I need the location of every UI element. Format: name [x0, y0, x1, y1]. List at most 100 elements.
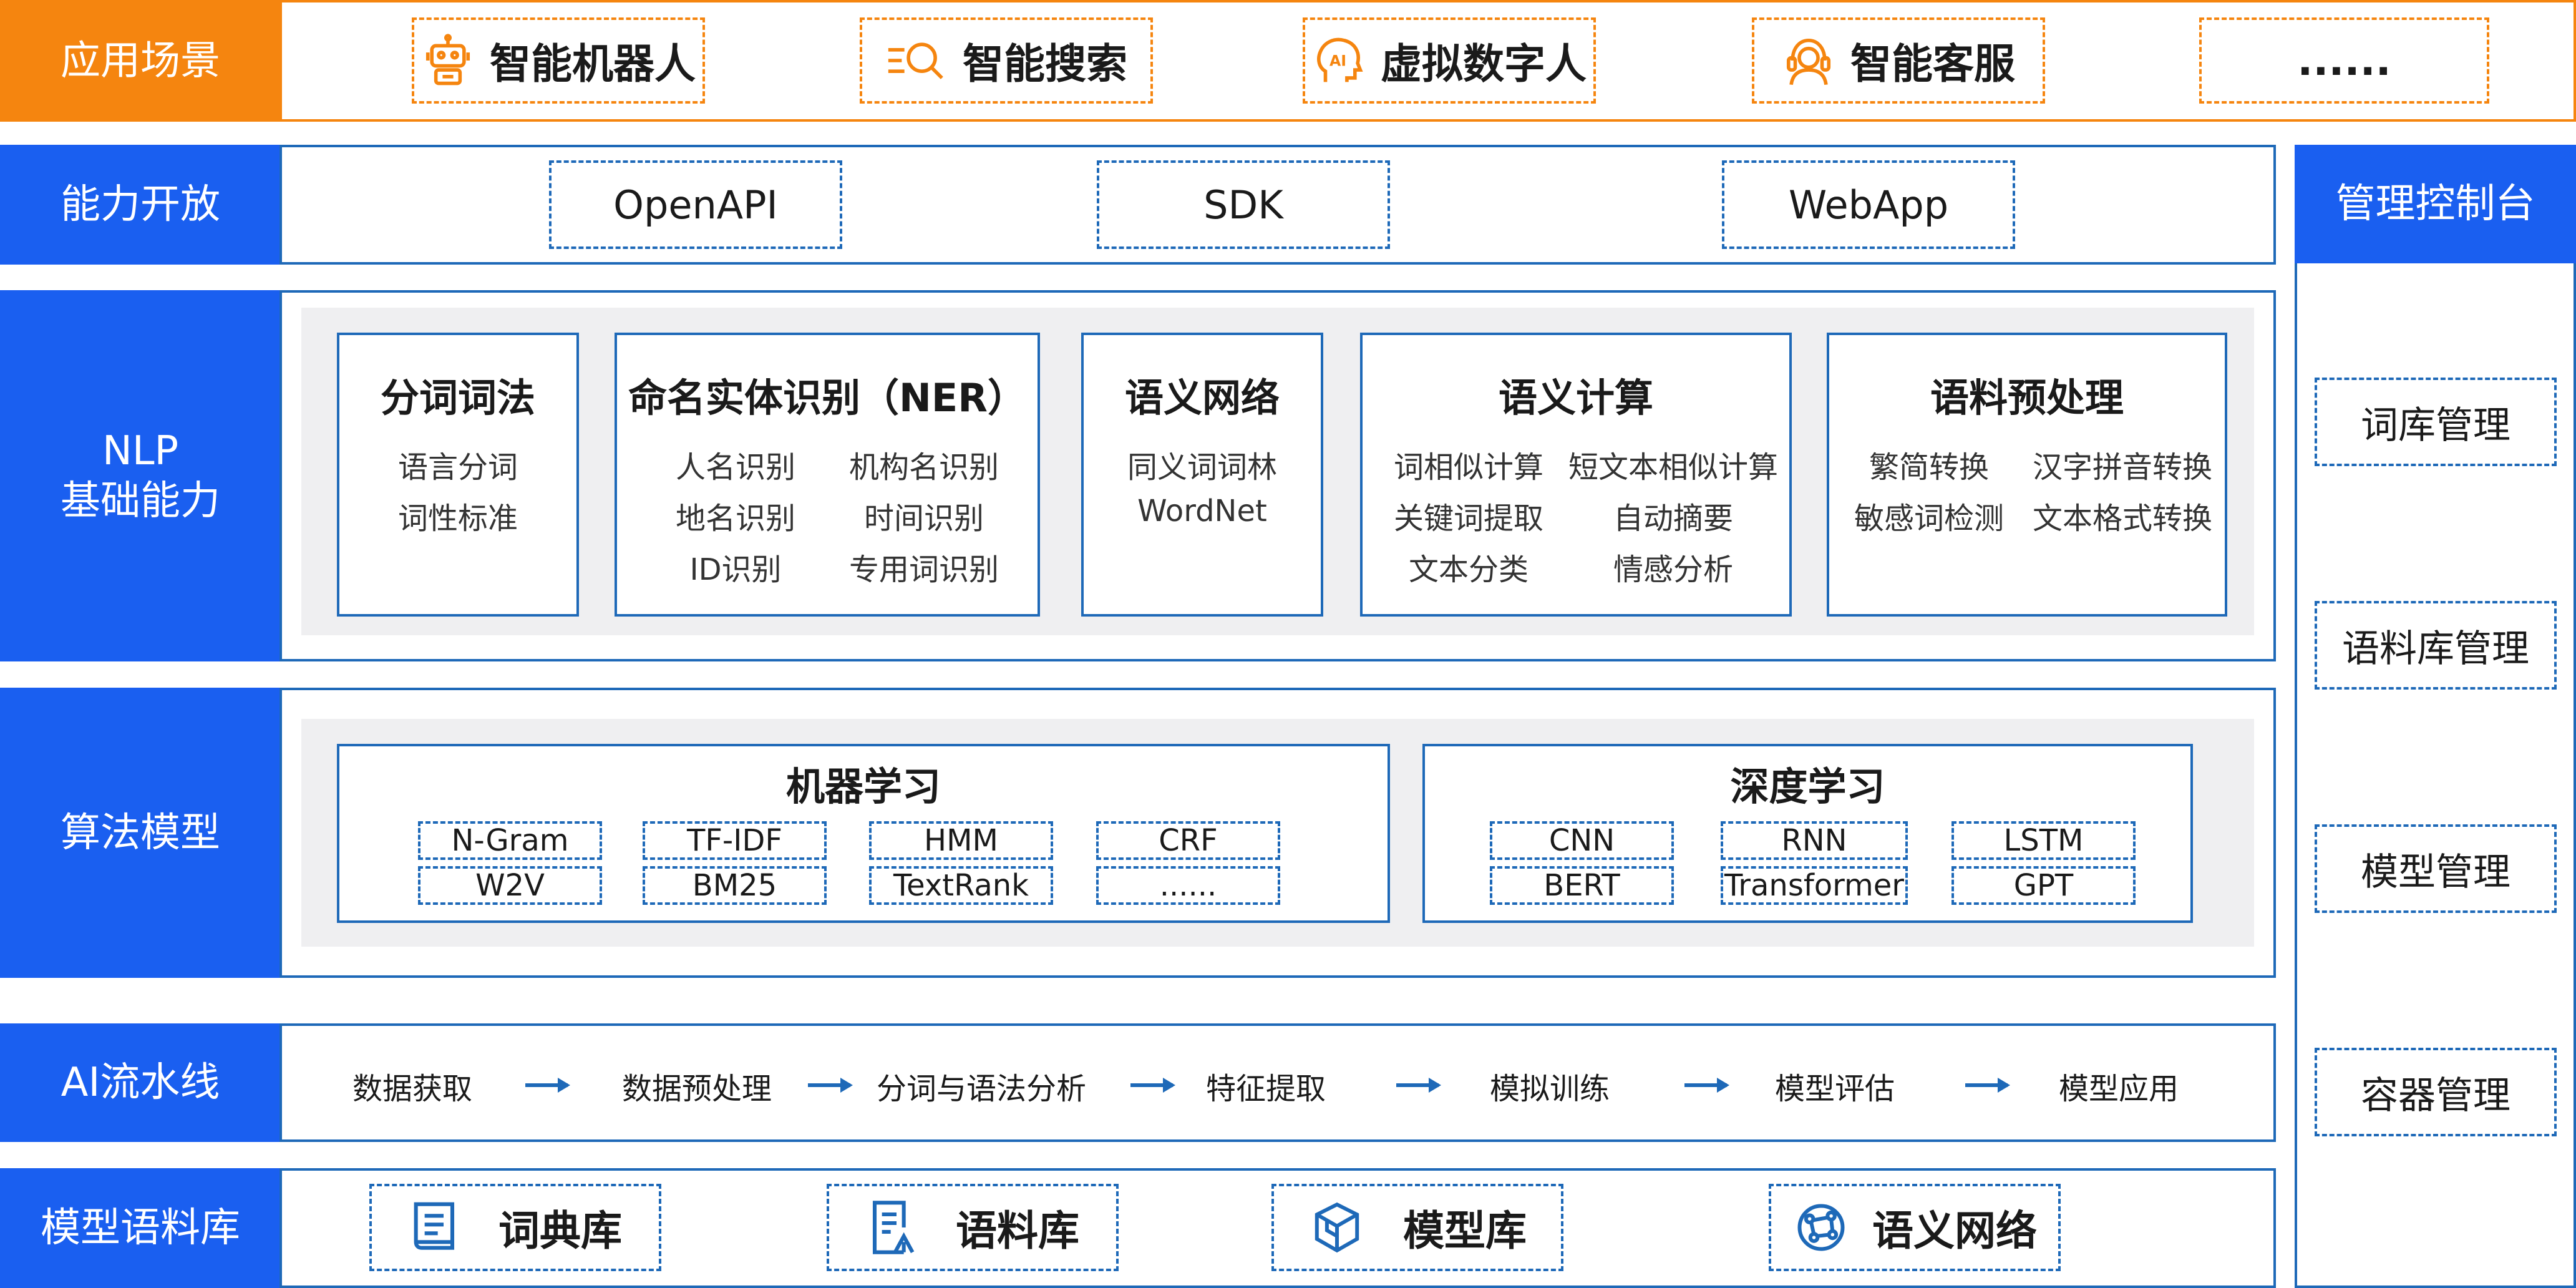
console-item-lexicon[interactable]: 词库管理: [2315, 378, 2557, 466]
scene-customer-service[interactable]: 智能客服: [1752, 17, 2045, 104]
card-item: 词性标准: [397, 501, 518, 536]
card-item: 敏感词检测: [1854, 501, 2004, 536]
card-item: 时间识别: [863, 501, 984, 536]
pipeline-label: AI流水线: [0, 1023, 281, 1142]
algo-item[interactable]: BM25: [643, 866, 827, 905]
scene-label: ......: [2297, 36, 2391, 85]
card-title: 语义计算: [1498, 375, 1653, 421]
corpus-item-label: 模型库: [1403, 1207, 1527, 1255]
scene-robot[interactable]: 智能机器人: [412, 17, 705, 104]
corpus-item-label: 语义网络: [1872, 1207, 2037, 1255]
console-item-container[interactable]: 容器管理: [2315, 1048, 2557, 1136]
pipeline-arrow: [1130, 1078, 1175, 1093]
console-item-corpus[interactable]: 语料库管理: [2315, 601, 2557, 690]
open-frame: [279, 145, 2276, 265]
corpus-frame: [279, 1168, 2276, 1288]
card-item: 人名识别: [675, 450, 795, 485]
card-item: 文本分类: [1408, 552, 1529, 587]
card-item: 专用词识别: [848, 552, 999, 587]
corpus-label: 模型语料库: [0, 1168, 281, 1288]
nlp-label-line2: 基础能力: [61, 477, 220, 524]
algo-item[interactable]: GPT: [1951, 866, 2136, 905]
pipeline-step: 数据预处理: [622, 1071, 772, 1106]
card-item: 语言分词: [397, 450, 518, 485]
algo-item[interactable]: Transformer: [1721, 866, 1908, 905]
corpus-item-model[interactable]: 模型库: [1271, 1184, 1563, 1271]
algo-frame: [279, 688, 2276, 978]
card-title: 语料预处理: [1930, 375, 2124, 421]
open-label: 能力开放: [0, 145, 281, 265]
open-item-webapp[interactable]: WebApp: [1722, 160, 2015, 249]
card-title: 深度学习: [1730, 764, 1885, 809]
card-item: 地名识别: [675, 501, 795, 536]
pipeline-arrow: [525, 1078, 570, 1093]
algo-item[interactable]: CRF: [1096, 821, 1280, 860]
nlp-card-semantic-computing[interactable]: 语义计算 词相似计算 短文本相似计算 关键词提取 自动摘要 文本分类 情感分析: [1360, 333, 1792, 617]
search-icon: [888, 42, 943, 79]
card-title: 机器学习: [785, 764, 941, 809]
pipeline-step: 模型应用: [2059, 1071, 2179, 1106]
card-item: 短文本相似计算: [1568, 450, 1778, 485]
pipeline-arrow: [808, 1078, 853, 1093]
console-item-model[interactable]: 模型管理: [2315, 824, 2557, 913]
network-globe-icon: [1797, 1204, 1845, 1251]
pipeline-frame: [279, 1023, 2276, 1142]
nlp-label-line1: NLP: [102, 427, 179, 474]
nlp-card-corpus-preprocessing[interactable]: 语料预处理 繁简转换 汉字拼音转换 敏感词检测 文本格式转换: [1827, 333, 2227, 617]
nlp-card-ner[interactable]: 命名实体识别（NER） 人名识别 机构名识别 地名识别 时间识别 ID识别 专用…: [615, 333, 1040, 617]
open-item-sdk[interactable]: SDK: [1097, 160, 1390, 249]
document-icon: [872, 1201, 915, 1254]
card-item: 同义词词林: [1127, 450, 1277, 485]
scene-digital-human[interactable]: AI 虚拟数字人: [1303, 17, 1596, 104]
algo-item[interactable]: BERT: [1490, 866, 1674, 905]
card-title: 语义网络: [1124, 375, 1280, 421]
card-item: 繁简转换: [1869, 450, 1989, 485]
algo-item[interactable]: LSTM: [1951, 821, 2136, 860]
ai-head-icon: AI: [1317, 37, 1363, 82]
pipeline-step: 特征提取: [1206, 1071, 1326, 1106]
card-item: 机构名识别: [848, 450, 999, 485]
corpus-item-label: 语料库: [956, 1207, 1079, 1255]
scene-label: 智能客服: [1850, 40, 2015, 88]
pipeline-step: 模拟训练: [1490, 1071, 1610, 1106]
nlp-label: NLP 基础能力: [0, 290, 281, 661]
pipeline-step: 模型评估: [1775, 1071, 1895, 1106]
book-icon: [414, 1202, 455, 1250]
algo-item[interactable]: HMM: [869, 821, 1053, 860]
scene-more[interactable]: ......: [2199, 17, 2489, 104]
svg-text:AI: AI: [1329, 52, 1346, 70]
robot-icon: [425, 34, 470, 85]
open-item-openapi[interactable]: OpenAPI: [549, 160, 842, 249]
card-item: ID识别: [689, 552, 782, 587]
card-item: WordNet: [1137, 494, 1267, 529]
pipeline-arrow: [1684, 1078, 1729, 1093]
algo-item[interactable]: W2V: [418, 866, 602, 905]
customer-service-icon: [1786, 38, 1831, 85]
card-title: 分词词法: [380, 375, 535, 421]
card-item: 关键词提取: [1393, 501, 1543, 536]
scene-search[interactable]: 智能搜索: [860, 17, 1153, 104]
corpus-item-semantic-network[interactable]: 语义网络: [1769, 1184, 2061, 1271]
scenes-label: 应用场景: [0, 0, 281, 122]
corpus-item-label: 词典库: [498, 1207, 622, 1255]
nlp-card-semantic-network[interactable]: 语义网络 同义词词林 WordNet: [1081, 333, 1323, 617]
pipeline-step: 分词与语法分析: [877, 1071, 1087, 1106]
scene-label: 智能搜索: [963, 40, 1127, 88]
corpus-item-corpus[interactable]: 语料库: [827, 1184, 1119, 1271]
algo-item[interactable]: TF-IDF: [643, 821, 827, 860]
algo-item[interactable]: ......: [1096, 866, 1280, 905]
scenes-frame: [279, 0, 2576, 122]
algo-item[interactable]: RNN: [1721, 821, 1908, 860]
card-item: 文本格式转换: [2032, 501, 2212, 536]
algo-item[interactable]: CNN: [1490, 821, 1674, 860]
corpus-item-dictionary[interactable]: 词典库: [369, 1184, 661, 1271]
algo-label: 算法模型: [0, 688, 281, 978]
algo-item[interactable]: TextRank: [869, 866, 1053, 905]
card-item: 词相似计算: [1393, 450, 1543, 485]
algo-item[interactable]: N-Gram: [418, 821, 602, 860]
console-title: 管理控制台: [2295, 145, 2576, 263]
pipeline-step: 数据获取: [352, 1071, 473, 1106]
pipeline-arrow: [1396, 1078, 1441, 1093]
nlp-card-segmentation[interactable]: 分词词法 语言分词 词性标准: [337, 333, 579, 617]
nlp-frame: [279, 290, 2276, 661]
